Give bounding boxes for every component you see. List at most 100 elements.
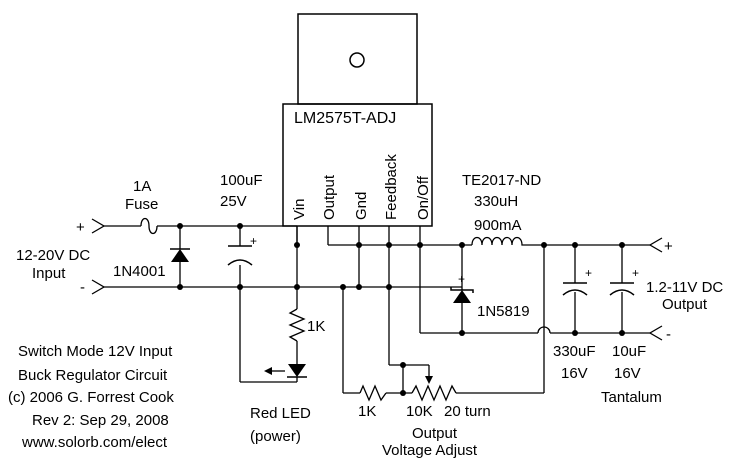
capacitor-10uf: + 10uF 16V Tantalum <box>601 266 662 406</box>
cap2-value: 10uF <box>612 343 646 360</box>
cap-in-plus: + <box>250 234 257 248</box>
input-minus-sign: - <box>80 279 85 296</box>
wires <box>104 225 650 394</box>
inductor: TE2017-ND 330uH 900mA <box>462 172 541 246</box>
potentiometer-icon <box>411 384 457 402</box>
diode-out-part: 1N5819 <box>477 303 530 320</box>
inductor-icon <box>471 236 528 246</box>
capacitor-input: + 100uF 25V <box>220 172 263 266</box>
resistor-1k-icon <box>359 384 387 402</box>
pin-label-output: Output <box>321 174 338 220</box>
pot-turns: 20 turn <box>444 403 491 420</box>
feedback-resistor-value: 1K <box>358 403 376 420</box>
junction-dot <box>386 242 392 248</box>
pin-label-gnd: Gnd <box>353 192 370 220</box>
cap2-plus: + <box>632 266 639 280</box>
diode-1n5819: + 1N5819 <box>450 272 530 320</box>
output-plus-sign: + <box>664 238 673 255</box>
fuse-icon <box>140 217 158 235</box>
cap1-value: 330uF <box>553 343 596 360</box>
ic-mounting-hole <box>349 52 365 68</box>
input-plus-terminal-icon <box>91 218 106 234</box>
resistor-icon <box>288 308 306 342</box>
junction-dot <box>619 330 625 336</box>
output-minus-sign: - <box>666 326 671 343</box>
junction-dot <box>356 284 362 290</box>
fuse-name: Fuse <box>125 196 158 213</box>
junction-dot <box>417 242 423 248</box>
junction-dot <box>356 242 362 248</box>
voltage-adjust-label-2: Voltage Adjust <box>382 442 478 459</box>
input-plus-sign: + <box>76 219 85 236</box>
junction-dot <box>459 242 465 248</box>
junction-dot <box>541 242 547 248</box>
schottky-diode-icon <box>453 290 471 303</box>
input-label: Input <box>32 265 66 282</box>
schottky-plus: + <box>458 272 465 286</box>
feedback-network: 1K 10K 20 turn Output Voltage Adjust <box>358 365 491 459</box>
diode-1n4001: 1N4001 <box>113 248 190 280</box>
capacitor-curved-plate-icon <box>227 259 253 266</box>
ic-body <box>282 103 433 227</box>
input-terminals: + - 12-20V DC Input <box>16 218 106 296</box>
junction-dot <box>237 284 243 290</box>
title-line-3: (c) 2006 G. Forrest Cook <box>8 389 174 406</box>
title-line-2: Buck Regulator Circuit <box>18 367 168 384</box>
led-label-line1: Red LED <box>250 405 311 422</box>
led-label-line2: (power) <box>250 428 301 445</box>
cap-in-voltage: 25V <box>220 193 247 210</box>
pot-value: 10K <box>406 403 433 420</box>
output-label: Output <box>662 296 708 313</box>
title-block: Switch Mode 12V Input Buck Regulator Cir… <box>8 343 174 451</box>
pin-label-onoff: On/Off <box>415 175 432 220</box>
fuse-value: 1A <box>133 178 151 195</box>
fuse: 1A Fuse <box>125 178 158 235</box>
junction-dot <box>400 390 406 396</box>
inductor-part: TE2017-ND <box>462 172 541 189</box>
ic-part-label: LM2575T-ADJ <box>294 110 396 127</box>
junction-dot <box>294 242 300 248</box>
junction-dot <box>237 223 243 229</box>
diode-icon <box>171 249 189 262</box>
output-plus-terminal-icon <box>648 237 663 253</box>
title-line-4: Rev 2: Sep 29, 2008 <box>32 412 169 429</box>
junction-dot <box>459 330 465 336</box>
voltage-adjust-label-1: Output <box>412 425 458 442</box>
led-arrowhead-icon <box>264 367 272 375</box>
pin-label-feedback: Feedback <box>383 154 400 220</box>
junction-dot <box>572 330 578 336</box>
cap2-type: Tantalum <box>601 389 662 406</box>
junction-dot <box>177 223 183 229</box>
title-line-1: Switch Mode 12V Input <box>18 343 173 360</box>
schottky-bar-icon <box>450 287 474 293</box>
output-minus-terminal-icon <box>648 325 663 341</box>
ic-heatsink-tab <box>297 13 418 105</box>
cap1-voltage: 16V <box>561 365 588 382</box>
led-icon <box>288 364 306 377</box>
inductor-value: 330uH <box>474 193 518 210</box>
junction-dot <box>572 242 578 248</box>
input-voltage-label: 12-20V DC <box>16 247 90 264</box>
inductor-current: 900mA <box>474 217 522 234</box>
junctions <box>177 223 625 396</box>
junction-dot <box>400 362 406 368</box>
led-resistor-value: 1K <box>307 318 325 335</box>
cap2-voltage: 16V <box>614 365 641 382</box>
input-minus-terminal-icon <box>91 279 106 295</box>
output-voltage-label: 1.2-11V DC <box>646 279 723 296</box>
capacitor-curved-plate-icon <box>609 289 635 296</box>
capacitor-curved-plate-icon <box>562 289 588 296</box>
capacitor-330uf: + 330uF 16V <box>553 266 596 382</box>
cap1-plus: + <box>585 266 592 280</box>
cap-in-value: 100uF <box>220 172 263 189</box>
pin-label-vin: Vin <box>291 199 308 220</box>
junction-dot <box>340 284 346 290</box>
diode-in-part: 1N4001 <box>113 263 166 280</box>
title-line-5: www.solorb.com/elect <box>21 434 168 451</box>
pot-wiper-arrow-icon <box>425 376 433 384</box>
junction-dot <box>177 284 183 290</box>
led-branch: 1K Red LED (power) <box>250 308 325 445</box>
output-terminals: + - 1.2-11V DC Output <box>646 237 723 343</box>
junction-dot <box>619 242 625 248</box>
